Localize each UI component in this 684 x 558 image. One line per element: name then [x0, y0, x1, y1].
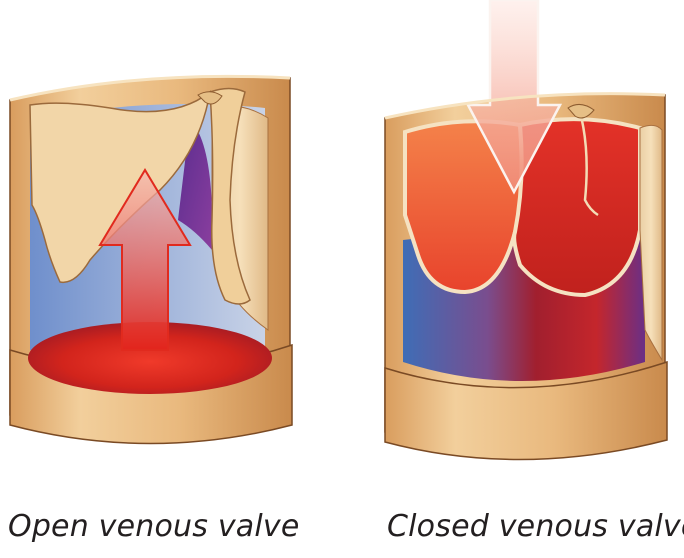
caption-closed-valve: Closed venous valve [387, 509, 684, 544]
open-valve-diagram [10, 76, 292, 443]
closed-valve-diagram [385, 0, 667, 460]
caption-open-valve: Open venous valve [8, 509, 300, 544]
